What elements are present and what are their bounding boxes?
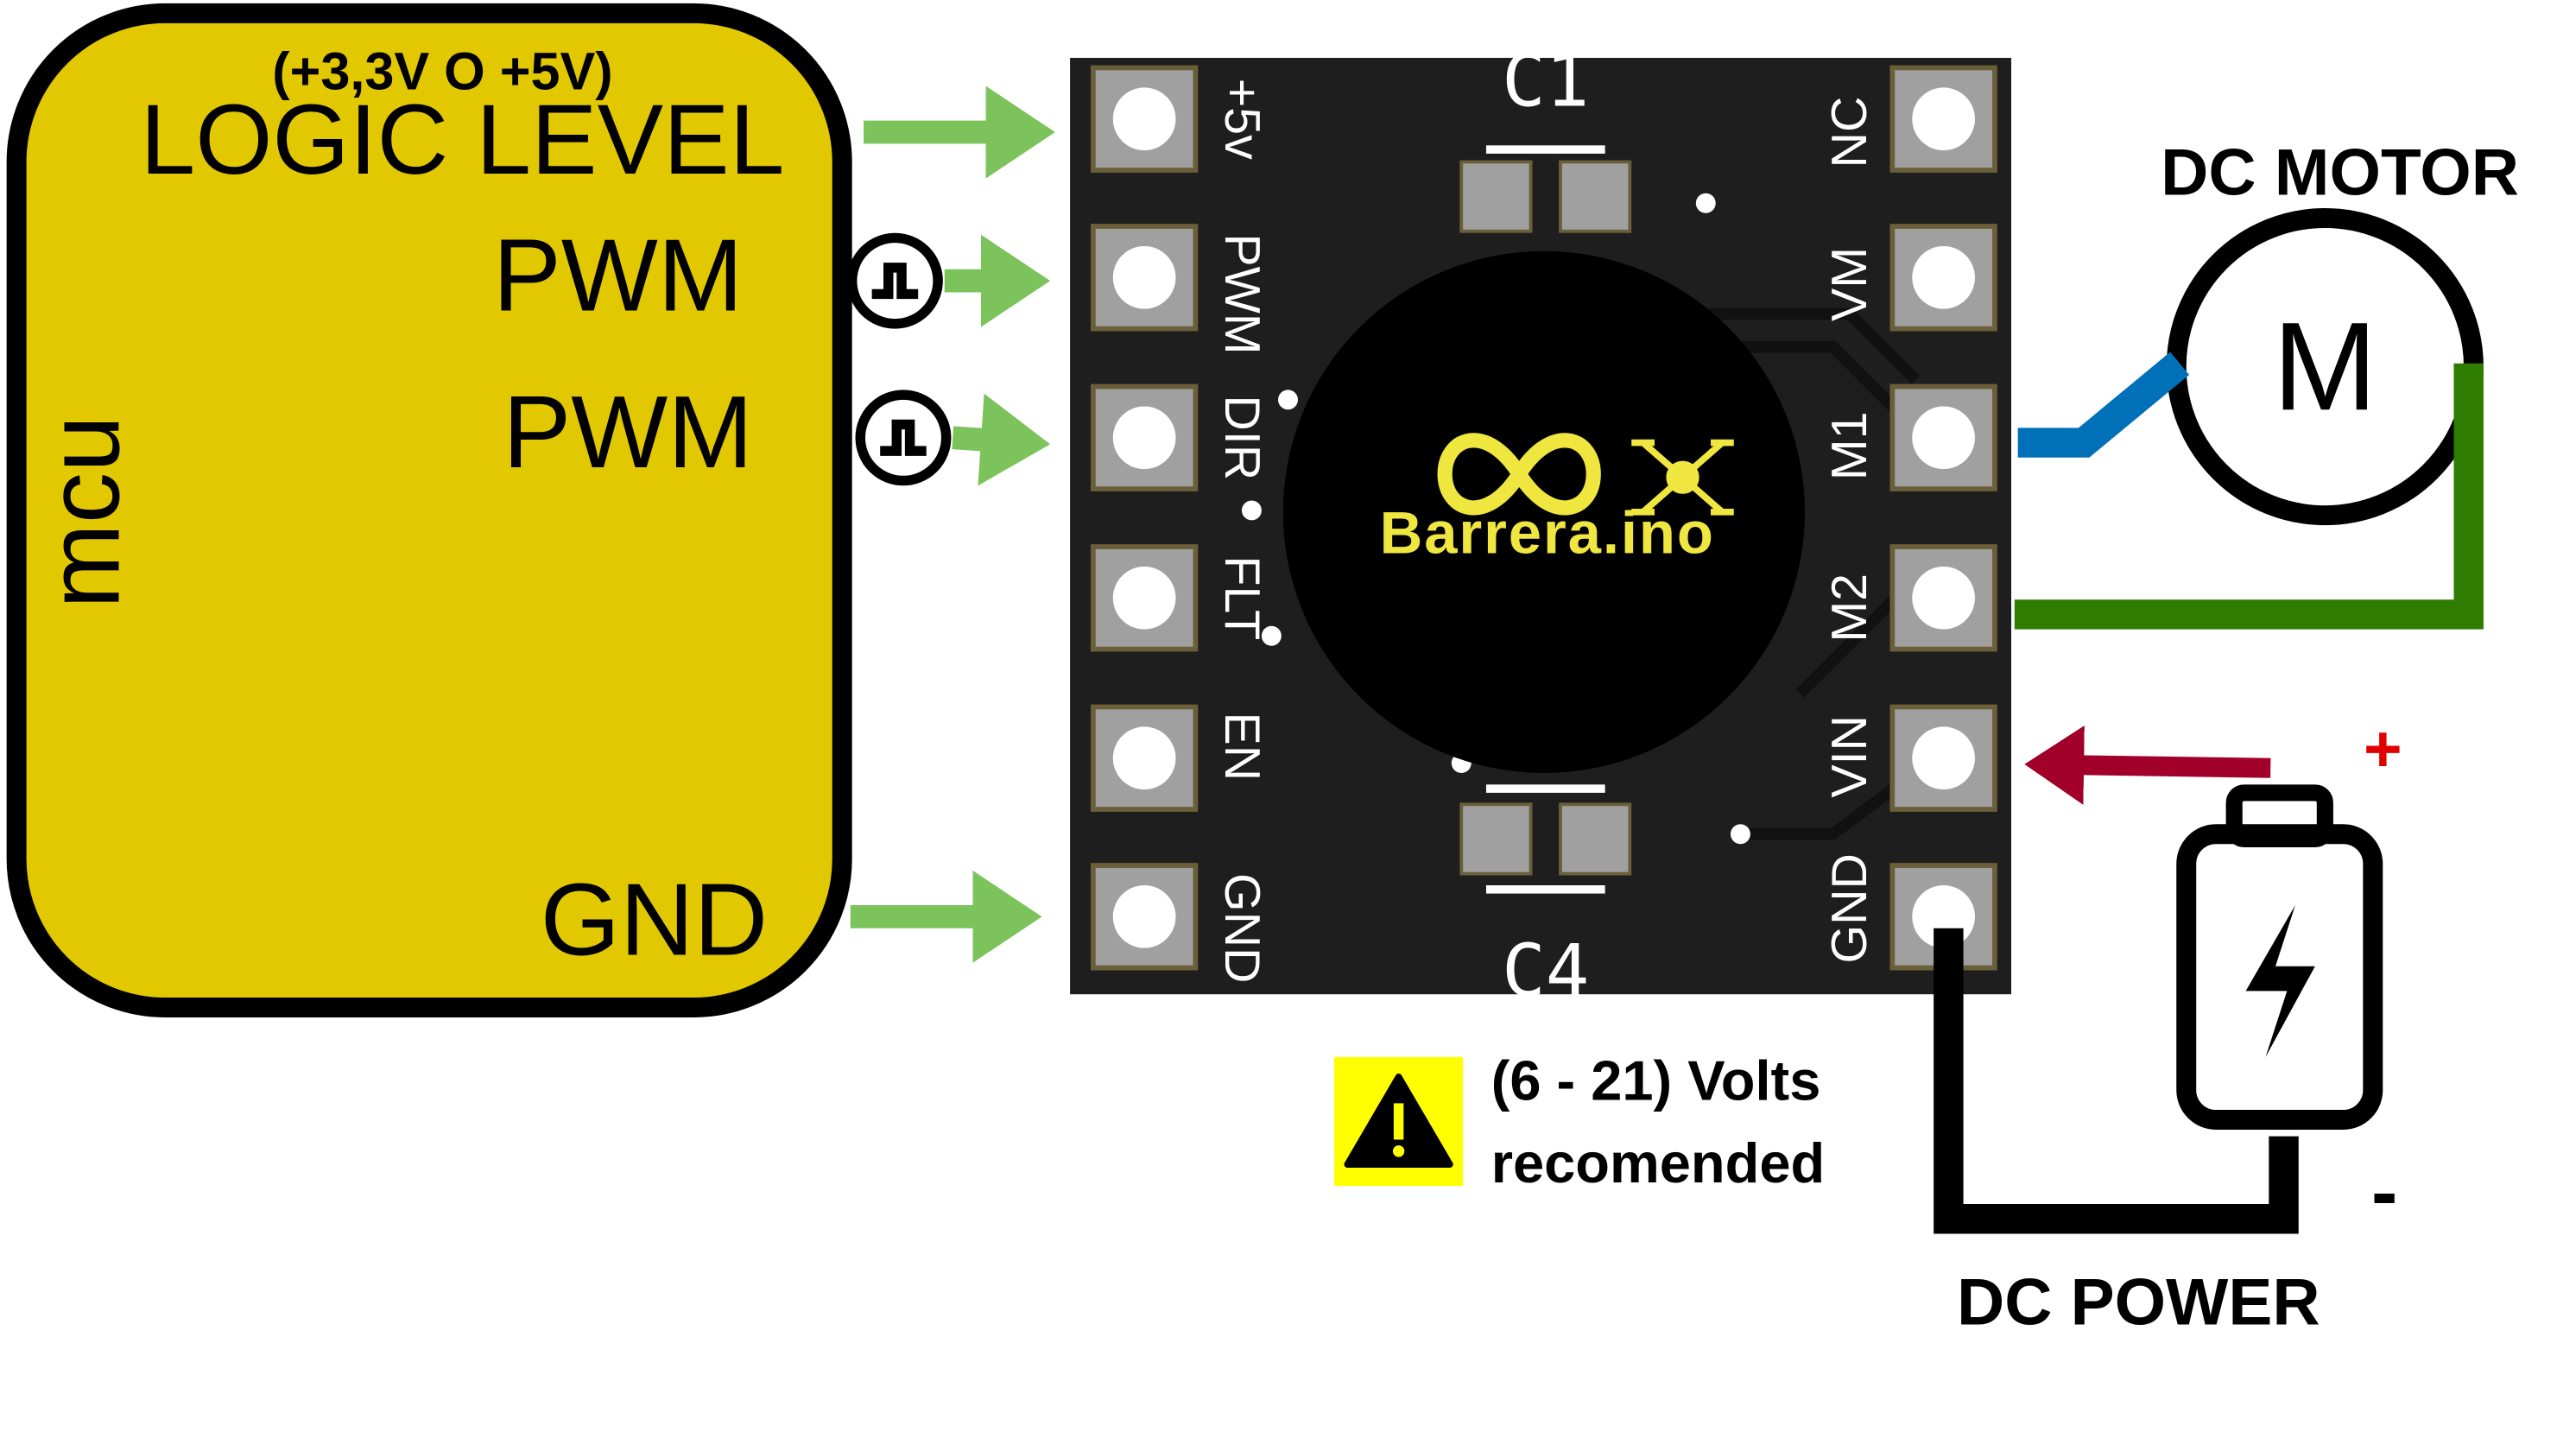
pin-label: +5v	[1214, 79, 1269, 160]
pin-pad	[1090, 65, 1199, 173]
mcu-block: (+3,3V O +5V) LOGIC LEVEL PWM PWM GND mc…	[6, 3, 852, 1017]
gnd-label: GND	[541, 863, 768, 977]
voltage-warning: (6 - 21) Volts recomended	[1334, 1049, 1826, 1194]
battery-charging-icon	[2176, 784, 2383, 1131]
pin-pad	[1090, 544, 1199, 652]
wire-gnd	[1934, 928, 2299, 1234]
minus-sign: -	[2371, 1148, 2398, 1236]
pin-label: M2	[1822, 573, 1877, 643]
pwm-signal-icon	[846, 232, 943, 329]
logic-level-label: LOGIC LEVEL	[140, 85, 784, 195]
pin-pad	[1090, 863, 1199, 971]
wire-m1	[2017, 352, 2190, 458]
warning-line2: recomended	[1491, 1131, 1826, 1194]
pin-label: VIN	[1822, 715, 1877, 798]
drone-icon	[1631, 439, 1734, 516]
warning-line1: (6 - 21) Volts	[1491, 1049, 1821, 1112]
warning-icon	[1344, 1073, 1453, 1168]
pin-pad	[1889, 383, 1997, 491]
plus-sign: +	[2364, 713, 2402, 786]
pin-label: M1	[1822, 412, 1877, 481]
wire-vin	[2024, 726, 2271, 805]
pwm-label-1: PWM	[493, 219, 744, 333]
cap-c4-label: C4	[1502, 928, 1589, 1013]
pin-label: EN	[1214, 713, 1269, 782]
motor-symbol: M	[2273, 295, 2377, 436]
pin-label: VM	[1822, 247, 1877, 321]
pwm-label-2: PWM	[503, 376, 753, 490]
pin-pad	[1889, 704, 1997, 812]
cap-c1-label: C1	[1502, 38, 1589, 123]
pin-label: NC	[1822, 97, 1877, 168]
signal-arrows	[850, 86, 1055, 963]
pin-label: PWM	[1214, 233, 1269, 354]
pin-label: FLT	[1214, 555, 1269, 640]
left-pin-header	[1090, 65, 1199, 971]
driver-board: C1 C4 +5v PWM DIR FLT EN GND NC VM	[1070, 38, 2012, 1013]
brand-logo: Barrera.ino	[1282, 250, 1806, 773]
arrow-pwm2	[952, 393, 1051, 486]
pin-label: GND	[1214, 873, 1269, 983]
logic-level-note: (+3,3V O +5V)	[272, 41, 612, 100]
right-pin-header	[1889, 65, 1997, 971]
pin-pad	[1090, 383, 1199, 491]
brand-text: Barrera.ino	[1380, 500, 1715, 567]
pin-pad	[1090, 704, 1199, 812]
pin-pad	[1090, 224, 1199, 332]
motor-title: DC MOTOR	[2161, 136, 2519, 210]
mcu-label: mcu	[28, 415, 142, 609]
pin-pad	[1889, 544, 1997, 652]
wire-m2	[2014, 363, 2484, 630]
pin-label: DIR	[1214, 395, 1269, 480]
smd-pads	[1459, 160, 1632, 876]
pin-pad	[1889, 224, 1997, 332]
pwm-signal-icon	[855, 390, 952, 486]
power-title: DC POWER	[1957, 1266, 2320, 1340]
pin-label: GND	[1822, 853, 1877, 963]
pin-pad	[1889, 65, 1997, 173]
